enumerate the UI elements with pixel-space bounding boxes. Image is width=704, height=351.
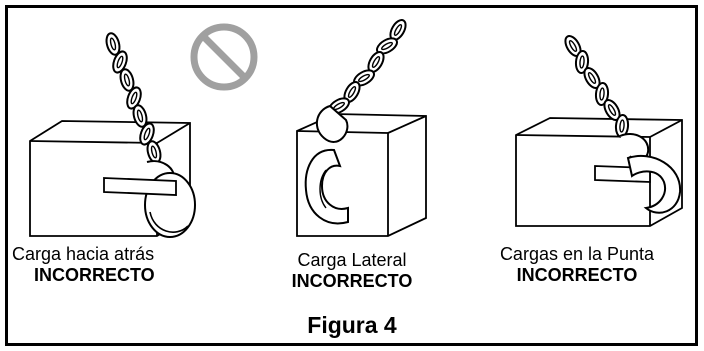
hook — [304, 104, 349, 225]
chain — [325, 16, 410, 118]
caption-status: INCORRECTO — [34, 265, 155, 285]
panel-back-load-drawing — [29, 30, 196, 238]
caption-tip-load: Cargas en la Punta INCORRECTO — [472, 244, 682, 286]
caption-label: Carga Lateral — [297, 250, 407, 270]
caption-status: INCORRECTO — [516, 265, 638, 285]
caption-status: INCORRECTO — [291, 271, 413, 291]
panel-lateral-load-drawing — [296, 16, 427, 237]
caption-label: Cargas en la Punta — [499, 244, 655, 264]
figure-title: Figura 4 — [307, 312, 397, 338]
panel-tip-load-drawing — [515, 32, 683, 227]
caption-back-load: Carga hacia atrás INCORRECTO — [12, 244, 208, 286]
hook — [103, 160, 196, 238]
hook — [619, 133, 682, 214]
caption-lateral-load: Carga Lateral INCORRECTO — [262, 250, 442, 292]
frame-border — [5, 5, 698, 346]
prohibited-sign-icon — [190, 23, 258, 91]
caption-label: Carga hacia atrás — [12, 244, 155, 264]
